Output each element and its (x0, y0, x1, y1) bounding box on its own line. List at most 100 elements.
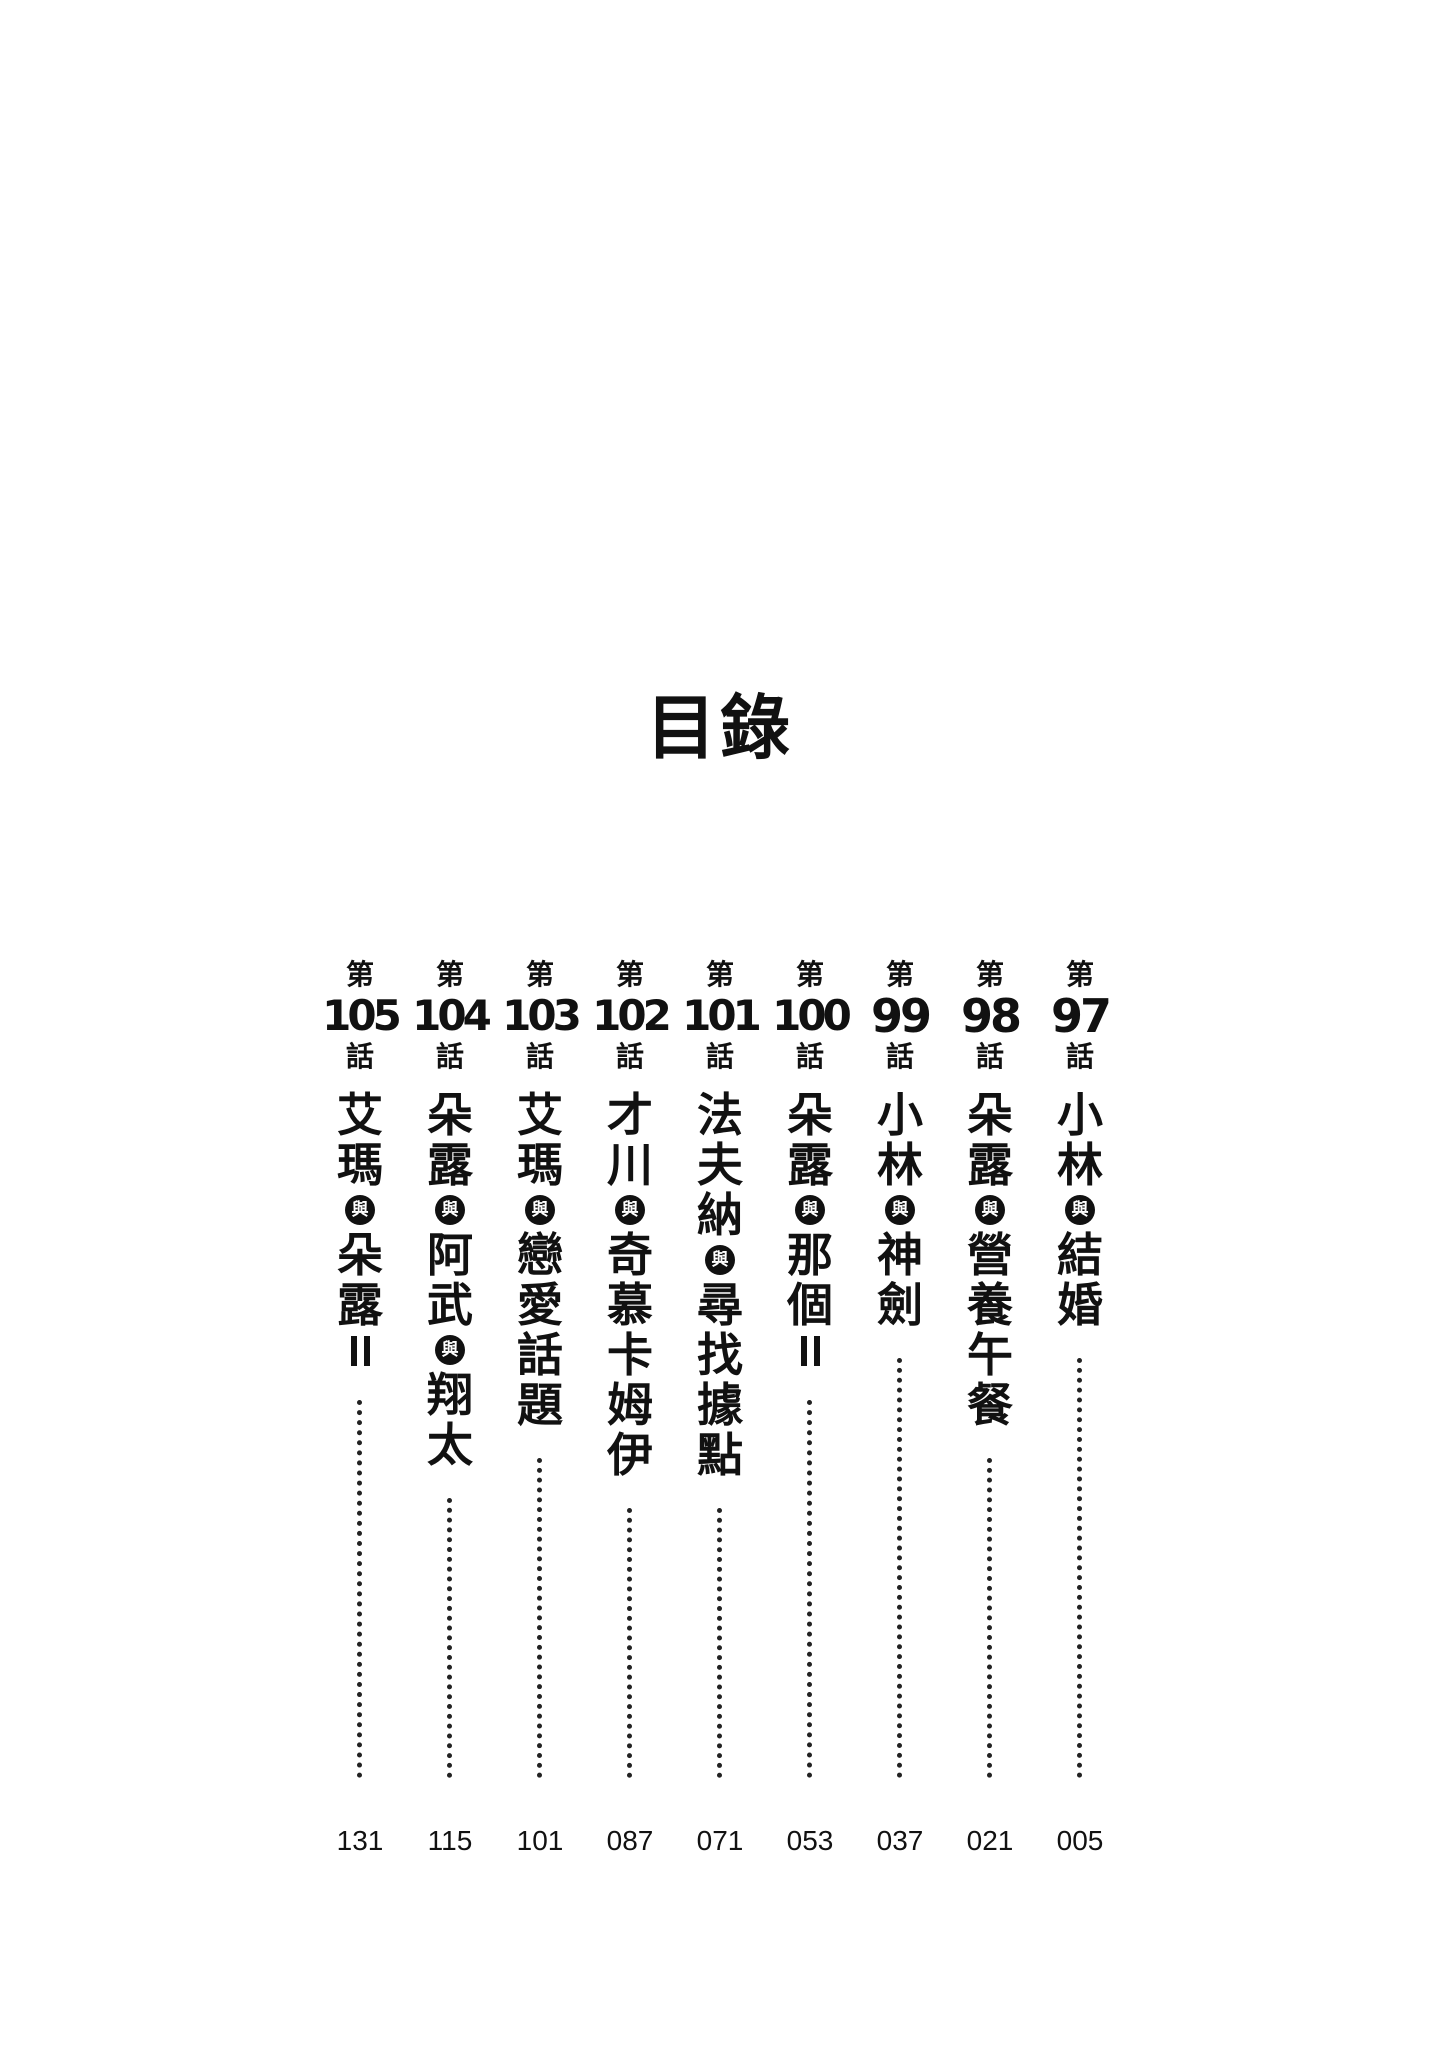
title-character: 姆 (607, 1378, 653, 1432)
title-character: 神 (877, 1228, 923, 1282)
chapter-number: 99 (870, 989, 932, 1043)
title-character: 艾 (337, 1088, 383, 1142)
dotted-leader (897, 1358, 902, 1778)
page-number: 131 (336, 1825, 384, 1856)
roman-numeral-two (800, 1336, 820, 1366)
connector-badge: 與 (1065, 1195, 1095, 1225)
title-character: 露 (787, 1138, 833, 1192)
chapter-prefix: 第 (525, 958, 554, 991)
chapter-title: 朵露與那個 (765, 1090, 855, 1372)
chapter-prefix: 第 (795, 958, 824, 991)
title-character: 林 (877, 1138, 923, 1192)
title-character: 伊 (607, 1428, 653, 1482)
dotted-leader (1077, 1358, 1082, 1778)
chapter-title: 小林與結婚 (1035, 1090, 1125, 1330)
title-character: 朵 (967, 1088, 1013, 1142)
title-character: 川 (607, 1138, 653, 1192)
chapter-suffix: 話 (1065, 1040, 1094, 1073)
title-character: 朵 (787, 1088, 833, 1142)
chapter-prefix: 第 (435, 958, 464, 991)
dotted-leader (447, 1498, 452, 1778)
title-character: 才 (607, 1088, 653, 1142)
connector-badge: 與 (705, 1245, 735, 1275)
chapter-suffix: 話 (525, 1040, 554, 1073)
title-character: 劍 (877, 1278, 923, 1332)
chapter-title: 法夫納與尋找據點 (675, 1090, 765, 1480)
dotted-leader (537, 1458, 542, 1778)
title-character: 結 (1057, 1228, 1103, 1282)
title-character: 林 (1057, 1138, 1103, 1192)
title-character: 法 (697, 1088, 743, 1142)
dotted-leader (357, 1400, 362, 1778)
page-number: 087 (606, 1825, 654, 1856)
chapter-title: 朵露與阿武與翔太 (405, 1090, 495, 1470)
title-character: 露 (967, 1138, 1013, 1192)
title-character: 卡 (607, 1328, 653, 1382)
page-number: 005 (1056, 1825, 1104, 1856)
page-number: 037 (876, 1825, 924, 1856)
title-character: 營 (967, 1228, 1013, 1282)
title-character: 太 (427, 1418, 473, 1472)
connector-badge: 與 (885, 1195, 915, 1225)
title-character: 露 (337, 1278, 383, 1332)
title-character: 朵 (337, 1228, 383, 1282)
chapter-number: 97 (1050, 989, 1112, 1043)
dotted-leader (717, 1508, 722, 1778)
page-title: 目錄 (646, 687, 794, 769)
page-number: 053 (786, 1825, 834, 1856)
chapter-suffix: 話 (795, 1040, 824, 1073)
title-character: 話 (517, 1328, 563, 1382)
title-character: 小 (877, 1088, 923, 1142)
dotted-leader (987, 1458, 992, 1778)
title-character: 尋 (697, 1278, 743, 1332)
chapter-prefix: 第 (705, 958, 734, 991)
page-number: 115 (427, 1825, 473, 1856)
chapter-prefix: 第 (1065, 958, 1094, 991)
title-character: 納 (697, 1188, 743, 1242)
chapter-suffix: 話 (615, 1040, 644, 1073)
title-character: 武 (427, 1278, 473, 1332)
chapter-suffix: 話 (885, 1040, 914, 1073)
chapter-number: 105 (322, 991, 402, 1040)
title-character: 題 (517, 1378, 563, 1432)
connector-badge: 與 (795, 1195, 825, 1225)
title-character: 據 (697, 1378, 743, 1432)
title-character: 瑪 (337, 1138, 383, 1192)
title-character: 朵 (427, 1088, 473, 1142)
title-character: 戀 (517, 1228, 563, 1282)
chapter-prefix: 第 (615, 958, 644, 991)
title-character: 找 (697, 1328, 743, 1382)
title-character: 小 (1057, 1088, 1103, 1142)
chapter-title: 才川與奇慕卡姆伊 (585, 1090, 675, 1480)
chapter-suffix: 話 (975, 1040, 1004, 1073)
title-character: 愛 (517, 1278, 563, 1332)
chapter-prefix: 第 (345, 958, 374, 991)
title-character: 翔 (427, 1368, 473, 1422)
page-number: 021 (966, 1825, 1014, 1856)
roman-numeral-two (350, 1336, 370, 1366)
chapter-prefix: 第 (975, 958, 1004, 991)
chapter-prefix: 第 (885, 958, 914, 991)
page-number: 101 (516, 1825, 564, 1856)
connector-badge: 與 (435, 1195, 465, 1225)
title-character: 夫 (697, 1138, 743, 1192)
title-character: 午 (967, 1328, 1013, 1382)
page-number: 071 (696, 1825, 744, 1856)
chapter-number: 103 (502, 991, 582, 1040)
connector-badge: 與 (345, 1195, 375, 1225)
